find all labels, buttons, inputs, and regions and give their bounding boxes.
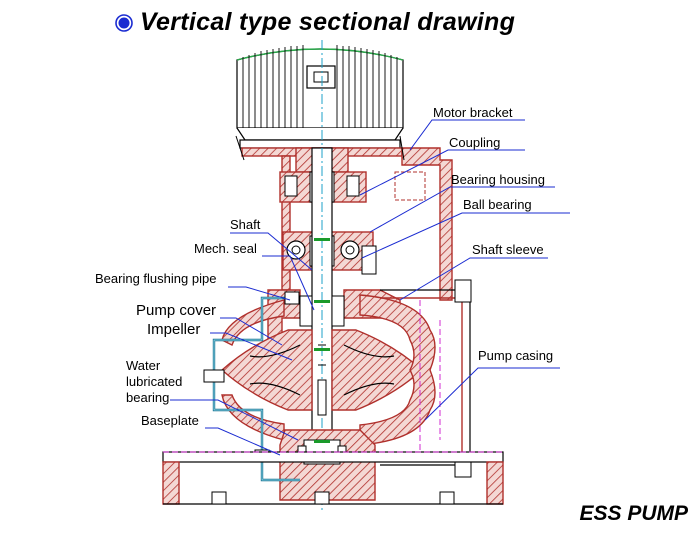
diagram-title: Vertical type sectional drawing: [140, 8, 516, 36]
label-shaft-sleeve: Shaft sleeve: [472, 242, 544, 257]
baseplate: [162, 451, 504, 505]
label-bearing-housing: Bearing housing: [451, 172, 545, 187]
label-water: Water: [126, 358, 161, 373]
label-bearing-flushing-pipe: Bearing flushing pipe: [95, 271, 216, 286]
bullet-icon: [115, 14, 133, 32]
impeller: [220, 329, 424, 411]
label-pump-casing: Pump casing: [478, 348, 553, 363]
label-mech-seal: Mech. seal: [194, 241, 257, 256]
label-coupling: Coupling: [449, 135, 500, 150]
label-shaft: Shaft: [230, 217, 261, 232]
label-pump-cover: Pump cover: [136, 302, 216, 319]
label-bearing: bearing: [126, 390, 169, 405]
label-impeller: Impeller: [147, 321, 200, 338]
leader-lines: [170, 119, 570, 456]
motor: [236, 45, 404, 149]
label-baseplate: Baseplate: [141, 413, 199, 428]
seal-markers: [314, 238, 330, 443]
brand-name: ESS PUMP: [579, 502, 688, 525]
label-motor-bracket: Motor bracket: [433, 105, 513, 120]
label-ball-bearing: Ball bearing: [463, 197, 532, 212]
label-lubricated: lubricated: [126, 374, 182, 389]
